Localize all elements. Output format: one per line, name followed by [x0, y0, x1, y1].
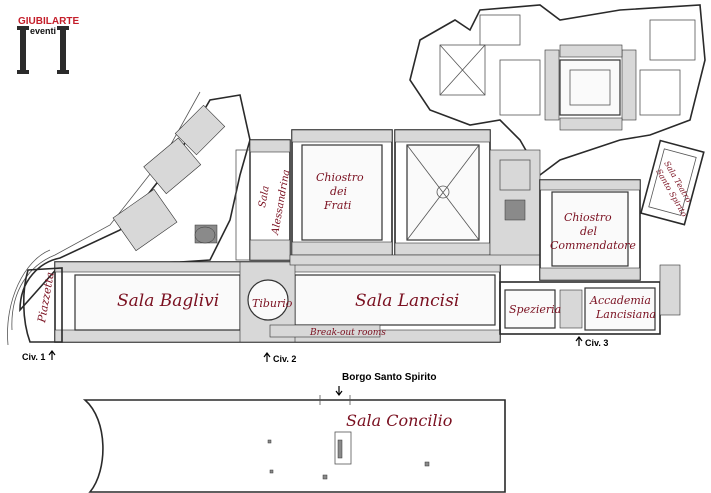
entrance-civ2-label: Civ. 2 [273, 354, 296, 364]
label-tiburio: Tiburio [252, 297, 293, 310]
arrow-down-icon [335, 386, 343, 396]
label-break-out-rooms: Break-out rooms [309, 328, 386, 338]
sala-teatro-block [639, 139, 705, 226]
left-curved-wing [7, 91, 251, 346]
label-sala-alessandrina-2: Alessandrina [270, 169, 292, 237]
label-spezieria: Spezieria [509, 303, 561, 316]
label-chiostro-frati-1: Chiostro [316, 171, 364, 184]
spezieria-accademia-wing [499, 264, 681, 335]
label-chiostro-frati-2: dei [330, 185, 347, 198]
label-chiostro-comm-3: Commendatore [550, 239, 636, 252]
entrance-civ3-label: Civ. 3 [585, 338, 608, 348]
label-sala-baglivi: Sala Baglivi [117, 291, 219, 311]
label-chiostro-frati-3: Frati [323, 199, 351, 212]
central-cloister [394, 129, 491, 256]
label-sala-concilio: Sala Concilio [346, 411, 452, 430]
entrance-civ1-label: Civ. 1 [22, 352, 45, 362]
label-accademia-2: Lancisiana [595, 308, 656, 321]
entrance-civ1: Civ. 1 [22, 350, 56, 362]
label-sala-alessandrina-1: Sala [257, 185, 272, 209]
street-label: Borgo Santo Spirito [342, 372, 436, 383]
arrow-up-icon [263, 352, 271, 362]
entrance-civ2: Civ. 2 [263, 352, 296, 364]
arrow-up-icon [48, 350, 56, 360]
label-chiostro-comm-2: del [580, 225, 598, 238]
label-chiostro-comm-1: Chiostro [564, 211, 612, 224]
logo-brand: GIUBILARTE [18, 16, 79, 27]
label-sala-lancisi: Sala Lancisi [355, 291, 459, 311]
label-piazzetta: Piazzetta [35, 271, 57, 324]
chiostro-frati-block [291, 129, 393, 256]
chiostro-commendatore-block [539, 179, 641, 281]
sala-concilio-block [82, 395, 506, 493]
giubilarte-logo: GIUBILARTE eventi [17, 16, 79, 74]
entrance-civ3: Civ. 3 [575, 336, 608, 348]
arrow-up-icon [575, 336, 583, 346]
label-accademia-1: Accademia [589, 294, 651, 307]
logo-sub: eventi [30, 26, 56, 36]
alessandrina-wing [235, 139, 291, 261]
upper-right-buildings [409, 4, 706, 177]
